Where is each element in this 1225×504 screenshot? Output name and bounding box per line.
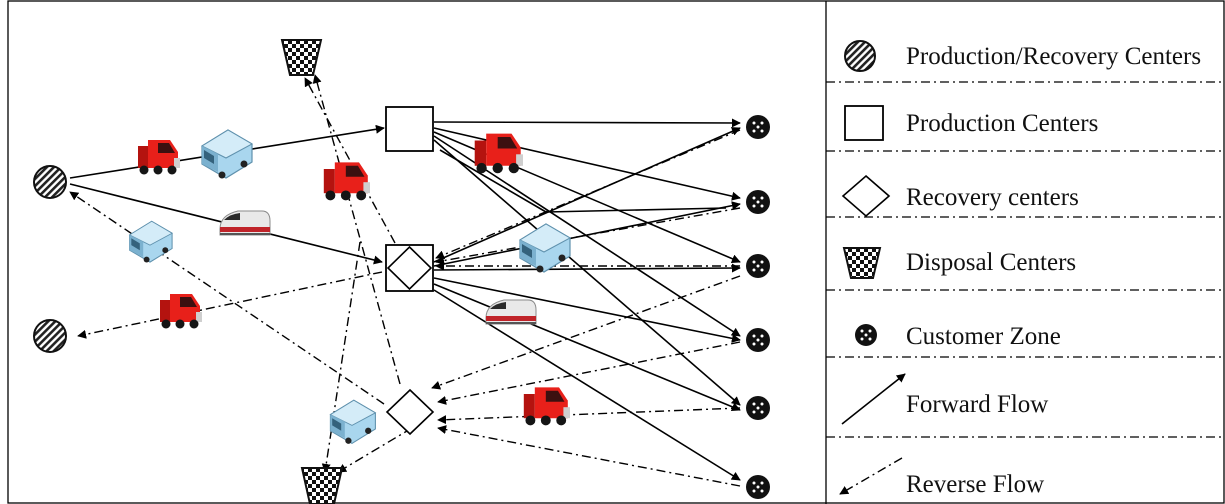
disposal-center-icon xyxy=(842,247,882,279)
production-center-node xyxy=(385,106,434,152)
legend-label-production: Production Centers xyxy=(906,110,1099,137)
recovery-center-icon xyxy=(841,174,891,218)
legend-label-disposal: Disposal Centers xyxy=(906,249,1077,276)
disposal-center-top xyxy=(280,39,323,76)
production-recovery-center-top xyxy=(33,165,67,199)
customer-zones xyxy=(746,115,770,499)
forward-flow-arrow-icon xyxy=(841,373,906,425)
production-recovery-combined-node xyxy=(385,244,434,292)
production-recovery-icon xyxy=(844,40,876,72)
forward-flow-lines xyxy=(69,118,741,481)
legend xyxy=(826,40,1224,495)
legend-label-recovery: Recovery centers xyxy=(906,184,1079,211)
production-center-icon xyxy=(844,105,884,141)
legend-label-production-recovery: Production/Recovery Centers xyxy=(906,43,1202,70)
recovery-center-node xyxy=(385,388,435,436)
production-recovery-center-bottom xyxy=(33,319,67,353)
legend-label-reverse: Reverse Flow xyxy=(906,471,1045,498)
disposal-center-bottom xyxy=(300,467,344,504)
reverse-flow-arrow-icon xyxy=(839,457,903,495)
customer-zone-icon xyxy=(855,324,877,346)
reverse-flow-lines xyxy=(69,74,741,487)
legend-label-customer: Customer Zone xyxy=(906,323,1061,350)
legend-label-forward: Forward Flow xyxy=(906,391,1049,418)
vehicle-icons xyxy=(129,129,571,445)
